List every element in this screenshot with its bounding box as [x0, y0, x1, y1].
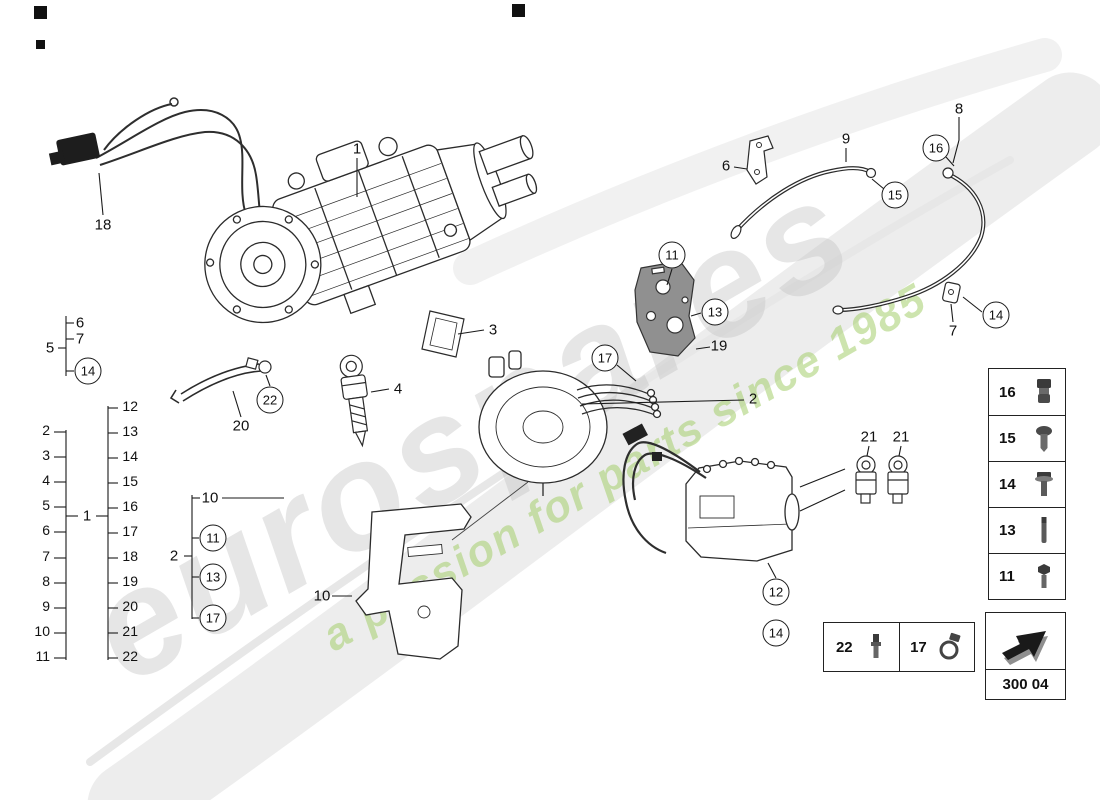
- list-item[interactable]: 18: [122, 548, 138, 564]
- callout-21-b[interactable]: 21: [892, 428, 910, 446]
- callout-circle-17-mid[interactable]: 17: [591, 344, 619, 372]
- list-item[interactable]: 3: [42, 447, 50, 463]
- callout-21-a[interactable]: 21: [860, 428, 878, 446]
- callout-7-left[interactable]: 7: [75, 330, 85, 348]
- legend-num: 14: [999, 476, 1016, 493]
- callout-circle-11-group[interactable]: 11: [199, 524, 227, 552]
- list-item[interactable]: 19: [122, 573, 138, 589]
- callout-10-group[interactable]: 10: [201, 489, 219, 507]
- legend-row-13[interactable]: 13: [989, 507, 1065, 553]
- list-item[interactable]: 2: [42, 422, 50, 438]
- nav-arrow-area[interactable]: [986, 613, 1065, 670]
- list-item[interactable]: 15: [122, 473, 138, 489]
- nav-code[interactable]: 300 04: [1002, 675, 1049, 693]
- legend-num: 11: [999, 568, 1015, 585]
- list-item[interactable]: 10: [34, 623, 50, 639]
- callout-circle-14-pipe[interactable]: 14: [982, 301, 1010, 329]
- dowel-pin-icon: [1041, 516, 1047, 543]
- callout-circle-16[interactable]: 16: [922, 134, 950, 162]
- assembly-label[interactable]: 1: [82, 507, 92, 525]
- callout-circle-12[interactable]: 12: [762, 578, 790, 606]
- callout-circle-13-group[interactable]: 13: [199, 563, 227, 591]
- legend-num: 13: [999, 522, 1016, 539]
- list-item[interactable]: 11: [35, 648, 50, 664]
- list-item[interactable]: 20: [122, 598, 138, 614]
- direction-arrow-icon: [1001, 631, 1048, 665]
- list-item[interactable]: 16: [122, 498, 138, 514]
- list-item[interactable]: 17: [122, 523, 138, 539]
- legend-num: 16: [999, 383, 1016, 401]
- callout-5[interactable]: 5: [45, 339, 55, 357]
- callout-6-pipe[interactable]: 6: [721, 157, 731, 175]
- callout-6-left[interactable]: 6: [75, 314, 85, 332]
- list-item[interactable]: 21: [122, 623, 138, 639]
- callout-circle-17-group[interactable]: 17: [199, 604, 227, 632]
- callout-circle-13-mid[interactable]: 13: [701, 298, 729, 326]
- round-head-screw-icon: [1036, 425, 1052, 452]
- legend-row-11[interactable]: 11: [989, 553, 1065, 599]
- list-item[interactable]: 8: [42, 573, 50, 589]
- callout-circle-22[interactable]: 22: [256, 386, 284, 414]
- list-item[interactable]: 13: [122, 423, 138, 439]
- hardware-cell-22[interactable]: 22: [824, 623, 899, 671]
- callout-1[interactable]: 1: [352, 140, 362, 158]
- hardware-num: 22: [835, 638, 853, 656]
- callout-2[interactable]: 2: [748, 390, 758, 408]
- callout-10-bracket[interactable]: 10: [313, 587, 331, 605]
- callout-circle-11-mid[interactable]: 11: [658, 241, 686, 269]
- stud-icon: [870, 634, 881, 658]
- hardware-box: 22 17: [823, 622, 975, 672]
- callout-circle-15[interactable]: 15: [881, 181, 909, 209]
- list-item[interactable]: 5: [42, 497, 50, 513]
- callout-19[interactable]: 19: [710, 337, 728, 355]
- callout-20[interactable]: 20: [232, 417, 250, 435]
- hose-clamp-icon: [939, 632, 961, 660]
- list-item[interactable]: 7: [42, 548, 50, 564]
- list-item[interactable]: 14: [122, 448, 138, 464]
- list-item[interactable]: 12: [122, 398, 138, 414]
- list-item[interactable]: 4: [42, 472, 50, 488]
- hardware-cell-17[interactable]: 17: [898, 623, 975, 671]
- callout-4[interactable]: 4: [393, 380, 403, 398]
- fastener-legend: 16 15 14: [988, 368, 1066, 600]
- flange-bolt-icon: [1035, 471, 1053, 496]
- list-item[interactable]: 6: [42, 522, 50, 538]
- nav-box[interactable]: 300 04: [985, 612, 1066, 700]
- hex-bolt-icon: [1038, 563, 1050, 588]
- legend-row-15[interactable]: 15: [989, 415, 1065, 461]
- callout-7-pipe[interactable]: 7: [948, 322, 958, 340]
- callout-2-group[interactable]: 2: [169, 547, 179, 565]
- list-item[interactable]: 9: [42, 598, 50, 614]
- callout-9[interactable]: 9: [841, 130, 851, 148]
- legend-num: 15: [999, 430, 1016, 447]
- callout-8[interactable]: 8: [954, 100, 964, 118]
- legend-row-16[interactable]: 16: [989, 369, 1065, 415]
- hardware-num: 17: [910, 638, 927, 656]
- drain-plug-icon: [1037, 379, 1051, 403]
- callout-3[interactable]: 3: [488, 321, 498, 339]
- callout-18[interactable]: 18: [94, 216, 112, 234]
- callout-circle-14-left[interactable]: 14: [74, 357, 102, 385]
- legend-row-14[interactable]: 14: [989, 461, 1065, 507]
- list-item[interactable]: 22: [122, 648, 138, 664]
- callout-circle-14-unit[interactable]: 14: [762, 619, 790, 647]
